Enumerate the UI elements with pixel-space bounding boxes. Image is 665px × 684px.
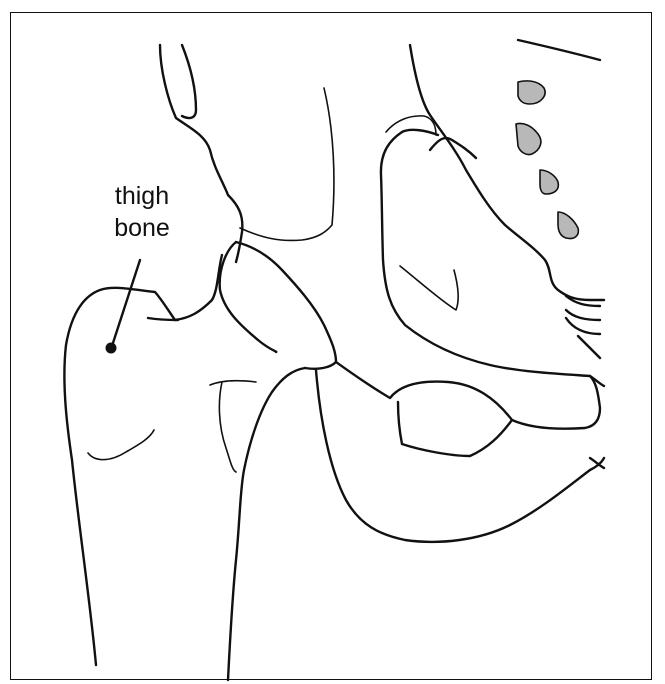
vertebra-marker-3 bbox=[540, 170, 558, 194]
thigh-bone-label-line1: thigh bbox=[96, 180, 188, 212]
ilium-wing-crest bbox=[182, 45, 196, 118]
pubic-symphysis-line bbox=[400, 266, 458, 310]
vertebra-marker-2 bbox=[516, 123, 541, 154]
label-leader-line bbox=[112, 260, 140, 346]
vertebra-marker-1 bbox=[518, 81, 545, 104]
label-leader-dot bbox=[106, 343, 117, 354]
femur-outline bbox=[64, 255, 222, 665]
coccyx-segments bbox=[566, 296, 604, 468]
femur-shaft-inner bbox=[228, 368, 305, 680]
thigh-bone-label-line2: bone bbox=[96, 212, 188, 244]
vertebra-marker-4 bbox=[558, 212, 578, 239]
obturator-foramen bbox=[398, 402, 512, 456]
iliac-crest-upper bbox=[518, 40, 600, 60]
greater-trochanter-line bbox=[88, 430, 154, 460]
sacrum-outline bbox=[410, 45, 604, 300]
thigh-bone-label: thigh bone bbox=[96, 180, 188, 244]
lesser-trochanter-line bbox=[210, 381, 256, 472]
acetabulum-line bbox=[240, 88, 334, 241]
